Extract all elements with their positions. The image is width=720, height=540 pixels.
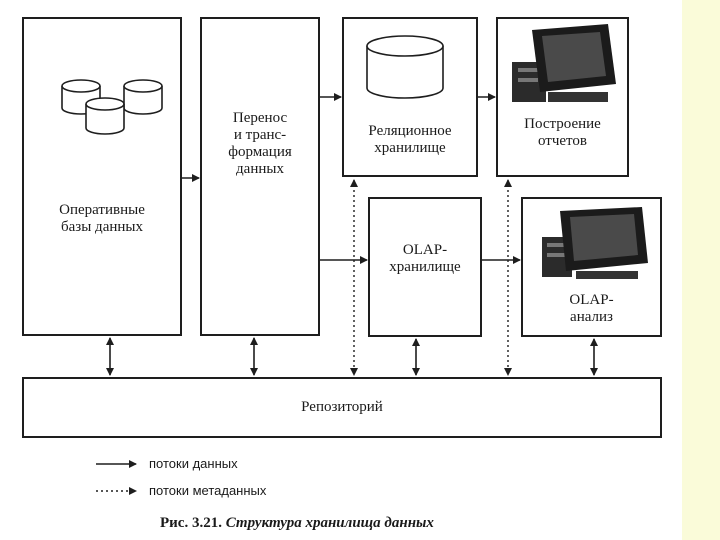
figure-caption: Рис. 3.21. Структура хранилища данных bbox=[160, 515, 660, 532]
figure-number: Рис. 3.21. bbox=[160, 515, 222, 531]
reports-label: Построение отчетов bbox=[524, 116, 601, 149]
operational-db-label: Оперативные базы данных bbox=[59, 202, 145, 235]
olap-analysis-label: OLAP- анализ bbox=[569, 292, 614, 325]
legend-data-flows: потоки данных bbox=[149, 456, 238, 471]
relational-storage-label: Реляционное хранилище bbox=[368, 123, 452, 156]
legend-metadata-flows: потоки метаданных bbox=[149, 483, 267, 498]
transform-label: Перенос и транс- формация данных bbox=[228, 110, 292, 177]
transform-block bbox=[200, 17, 320, 336]
repository-label: Репозиторий bbox=[301, 399, 383, 415]
database-cylinders-icon bbox=[61, 79, 163, 135]
side-strip bbox=[682, 0, 720, 540]
database-cylinder-icon bbox=[366, 35, 444, 99]
operational-db-block bbox=[22, 17, 182, 336]
olap-storage-label: OLAP- хранилище bbox=[389, 242, 461, 275]
olap-storage-block bbox=[368, 197, 482, 337]
repository-block bbox=[22, 377, 662, 438]
computer-monitor-icon bbox=[542, 207, 648, 279]
computer-monitor-icon bbox=[512, 24, 616, 102]
figure-title: Структура хранилища данных bbox=[225, 515, 434, 531]
